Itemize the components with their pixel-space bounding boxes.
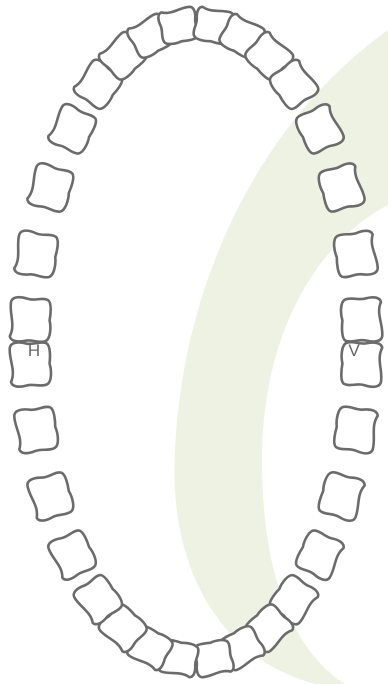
upper-tooth-4[interactable] [46, 102, 99, 157]
lower-tooth-1[interactable] [341, 341, 383, 387]
upper-tooth-16[interactable] [341, 297, 383, 343]
upper-tooth-8[interactable] [157, 6, 200, 46]
lower-tooth-14[interactable] [26, 470, 76, 522]
upper-tooth-15[interactable] [332, 230, 378, 279]
lower-tooth-3[interactable] [316, 470, 366, 522]
upper-tooth-2[interactable] [13, 230, 59, 279]
lower-tooth-15[interactable] [13, 405, 59, 454]
lower-tooth-13[interactable] [46, 527, 99, 582]
upper-tooth-3[interactable] [26, 162, 76, 214]
right-side-label: V [348, 341, 360, 360]
lower-tooth-2[interactable] [332, 405, 378, 454]
upper-tooth-1[interactable] [9, 297, 51, 343]
left-side-label: H [28, 341, 40, 360]
lower-tooth-8[interactable] [192, 638, 235, 678]
lower-tooth-4[interactable] [293, 528, 346, 583]
